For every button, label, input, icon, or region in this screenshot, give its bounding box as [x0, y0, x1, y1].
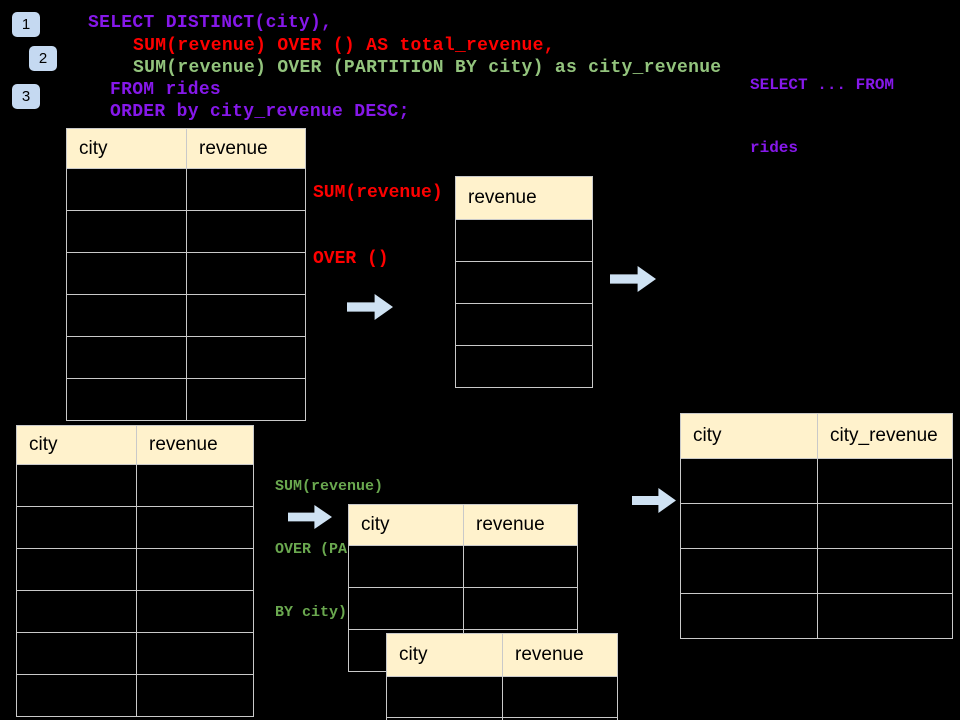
sql-line-city-revenue: SUM(revenue) OVER (PARTITION BY city) as… [133, 58, 722, 78]
table-row [16, 506, 254, 549]
table-row [680, 593, 953, 639]
sql-line-select: SELECT DISTINCT(city), [88, 13, 333, 33]
column-header-revenue: revenue [186, 128, 306, 169]
table-row [16, 632, 254, 675]
column-header-city: city [348, 504, 464, 546]
table-header-row: city revenue [16, 425, 254, 465]
table-row [66, 336, 306, 379]
sql-line-order-by: ORDER by city_revenue DESC; [110, 102, 410, 122]
column-header-city-revenue: city_revenue [817, 413, 953, 459]
table-total-revenue-result: revenue [455, 176, 593, 388]
step-badge-1: 1 [12, 12, 40, 37]
table-row [455, 303, 593, 346]
table-row [455, 219, 593, 262]
table-row [66, 252, 306, 295]
table-row [16, 548, 254, 591]
step-badge-3: 3 [12, 84, 40, 109]
annotation-line: SUM(revenue) [313, 183, 443, 203]
table-row [66, 210, 306, 253]
table-row [16, 464, 254, 507]
table-row [66, 378, 306, 421]
table-source-bottom: city revenue [16, 425, 254, 717]
side-note-select-from-rides: SELECT ... FROM rides [750, 33, 894, 201]
column-header-revenue: revenue [502, 633, 618, 677]
table-source-top: city revenue [66, 128, 306, 421]
table-row [455, 261, 593, 304]
table-row [680, 503, 953, 549]
table-row [386, 676, 618, 718]
side-note-line: SELECT ... FROM [750, 76, 895, 94]
column-header-revenue: revenue [463, 504, 578, 546]
sql-line-from: FROM rides [110, 80, 222, 100]
table-row [66, 168, 306, 211]
annotation-line: OVER () [313, 249, 389, 269]
column-header-revenue: revenue [455, 176, 593, 220]
column-header-city: city [386, 633, 503, 677]
table-header-row: city city_revenue [680, 413, 953, 459]
table-partition-overlay: city revenue [386, 633, 618, 720]
column-header-city: city [680, 413, 818, 459]
table-header-row: city revenue [386, 633, 618, 677]
table-row [680, 548, 953, 594]
table-row [455, 345, 593, 388]
column-header-revenue: revenue [136, 425, 254, 465]
table-row [66, 294, 306, 337]
annotation-sum-over-all: SUM(revenue) OVER () [313, 138, 443, 314]
annotation-line: SUM(revenue) [275, 478, 384, 495]
annotation-line: BY city) [275, 604, 348, 621]
column-header-city: city [16, 425, 137, 465]
step-badge-2: 2 [29, 46, 57, 71]
sql-line-total-revenue: SUM(revenue) OVER () AS total_revenue, [133, 36, 555, 56]
table-row [16, 674, 254, 717]
table-header-row: revenue [455, 176, 593, 220]
right-arrow-icon [610, 266, 656, 292]
column-header-city: city [66, 128, 187, 169]
table-row [348, 587, 578, 630]
table-partition-mid: city revenue [348, 504, 578, 672]
right-arrow-icon [632, 488, 676, 513]
table-row [348, 545, 578, 588]
side-note-line: rides [750, 139, 799, 157]
table-row [386, 717, 618, 720]
table-header-row: city revenue [66, 128, 306, 169]
table-city-revenue-result: city city_revenue [680, 413, 953, 639]
table-row [680, 458, 953, 504]
table-header-row: city revenue [348, 504, 578, 546]
table-row [16, 590, 254, 633]
